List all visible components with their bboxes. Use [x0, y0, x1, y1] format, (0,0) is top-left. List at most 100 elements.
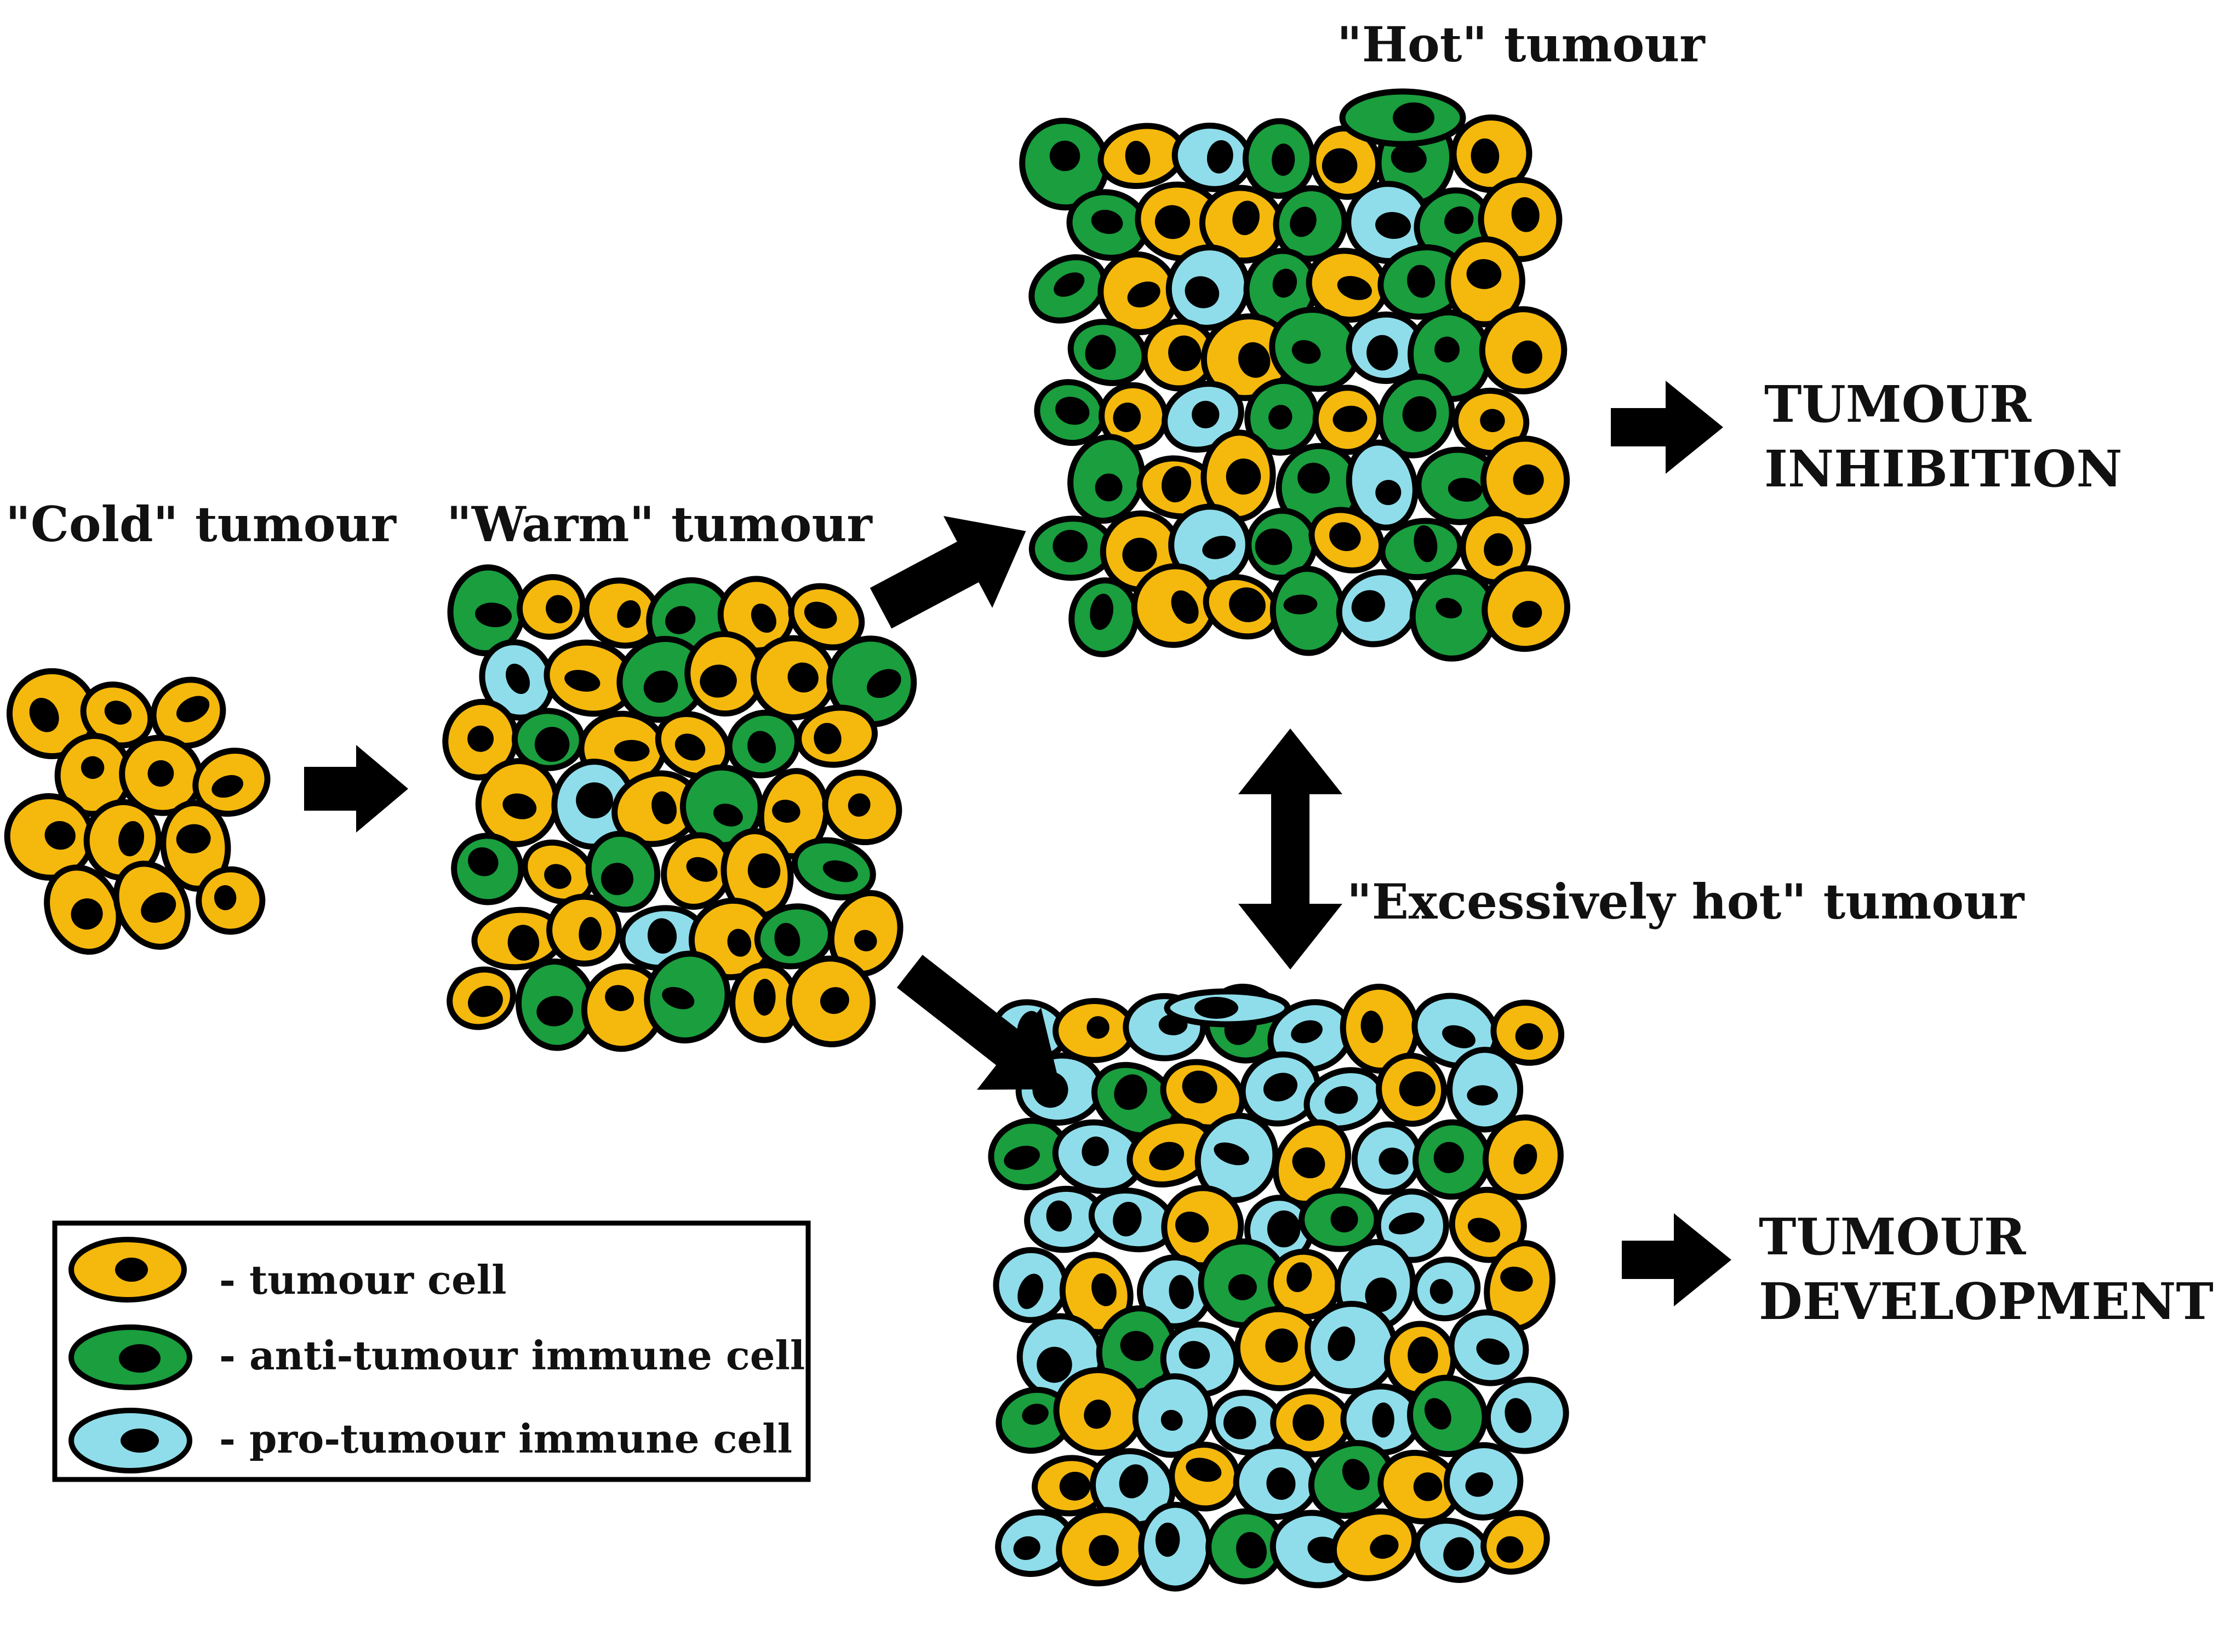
- tumour-cell: [447, 966, 516, 1030]
- tumour-cell: [717, 576, 796, 654]
- anti-tumour-immune-cell: [1242, 118, 1316, 199]
- tumour-cell: [1480, 1510, 1550, 1575]
- svg-text:- tumour cell: - tumour cell: [219, 1257, 506, 1303]
- pro-tumour-immune-cell: [1162, 381, 1244, 453]
- excessively-hot-tumour-label: "Excessively hot" tumour: [1347, 873, 2025, 930]
- tumour-development-label: TUMOUR DEVELOPMENT: [1759, 1207, 2214, 1331]
- pro-tumour-immune-cell: [1346, 311, 1426, 385]
- anti-tumour-immune-cell: [585, 830, 661, 913]
- tumour-cell: [1160, 1059, 1245, 1131]
- pro-tumour-immune-cell: [1138, 1501, 1213, 1592]
- tumour-cell: [1312, 385, 1382, 455]
- tumour-cell: [1032, 1455, 1109, 1517]
- anti-tumour-immune-cell: [1339, 88, 1466, 147]
- tumour-cell: [1480, 435, 1570, 525]
- anti-tumour-immune-cell: [511, 708, 585, 771]
- tumour-cell: [150, 676, 226, 749]
- arrow-right-icon: [1611, 381, 1723, 474]
- pro-tumour-immune-cell: [993, 1247, 1070, 1323]
- pro-tumour-immune-cell: [1305, 1300, 1398, 1395]
- tumour-cell: [113, 861, 191, 950]
- tumour-cell: [160, 800, 231, 892]
- tumour-cell: [83, 799, 162, 881]
- anti-tumour-immune-cell: [726, 709, 801, 779]
- anti-tumour-immune-cell: [1028, 254, 1107, 324]
- tumour-cell: [1131, 563, 1218, 648]
- pro-tumour-immune-cell: [1269, 1510, 1360, 1588]
- tumour-cell: [1449, 1186, 1527, 1263]
- pro-tumour-immune-cell: [1411, 1257, 1481, 1322]
- tumour-cell: [1482, 565, 1570, 652]
- arrow-right-icon: [304, 745, 408, 833]
- legend-item-anti-tumour-immune-cell: - anti-tumour immune cell: [68, 1324, 805, 1390]
- tumour-cell: [788, 583, 865, 651]
- pro-tumour-immune-cell: [1090, 1448, 1176, 1528]
- pro-tumour-immune-cell: [1164, 988, 1291, 1028]
- pro-tumour-immune-cell: [1448, 1309, 1529, 1386]
- anti-tumour-immune-cell: [1412, 1119, 1491, 1200]
- pro-tumour-immune-cell: [1132, 1373, 1214, 1458]
- tumour-cell: [1203, 573, 1280, 640]
- tumour-cell: [1136, 455, 1219, 520]
- anti-tumour-immune-cell: [1308, 1440, 1394, 1519]
- tumour-cell: [1330, 1508, 1418, 1581]
- pro-tumour-immune-cell: [1375, 1188, 1449, 1263]
- tumour-cell: [546, 893, 622, 967]
- anti-tumour-immune-cell: [1066, 189, 1149, 261]
- tumour-cell: [751, 635, 836, 721]
- tumour-cell: [196, 866, 266, 935]
- anti-tumour-immune-cell: [1407, 1374, 1488, 1458]
- svg-text:DEVELOPMENT: DEVELOPMENT: [1759, 1272, 2214, 1331]
- legend: - tumour cell - anti-tumour immune cell …: [52, 1220, 811, 1482]
- cold-tumour-label: "Cold" tumour: [5, 496, 397, 553]
- svg-text:- pro-tumour immune cell: - pro-tumour immune cell: [219, 1415, 792, 1462]
- anti-tumour-immune-cell: [451, 833, 524, 905]
- hot-tumour-label: "Hot" tumour: [1337, 16, 1706, 73]
- pro-tumour-immune-cell: [1346, 439, 1419, 531]
- tumour-cell: [1097, 123, 1186, 190]
- svg-text:TUMOUR: TUMOUR: [1764, 375, 2032, 434]
- tumour-cell: [822, 770, 902, 846]
- anti-tumour-immune-cell: [1067, 319, 1148, 386]
- pro-tumour-immune-cell: [1303, 1067, 1385, 1132]
- tumour-cell: [1479, 306, 1568, 394]
- anti-tumour-immune-cell: [1034, 379, 1107, 446]
- tumour-cell: [80, 681, 154, 749]
- anti-tumour-immune-cell: [644, 950, 731, 1043]
- arrow-up-right-icon: [870, 516, 1026, 629]
- tumour-cell: [1478, 177, 1563, 262]
- tumour-cell: [1460, 510, 1531, 586]
- warm-tumour-cluster: [442, 564, 917, 1052]
- anti-tumour-immune-cell: [1028, 515, 1115, 581]
- excessively-hot-tumour-cluster: [988, 983, 1569, 1592]
- tumour-cell: [442, 698, 519, 781]
- anti-tumour-immune-cell: [1299, 1187, 1380, 1252]
- pro-tumour-immune-cell: [1446, 1047, 1524, 1133]
- tumour-inhibition-label: TUMOUR INHIBITION: [1764, 375, 2123, 498]
- legend-item-tumour-cell: - tumour cell: [68, 1237, 506, 1303]
- tumour-cell: [192, 747, 271, 817]
- legend-item-pro-tumour-immune-cell: - pro-tumour immune cell: [68, 1408, 792, 1473]
- tumour-cell: [796, 704, 878, 768]
- tumour-cell: [583, 577, 661, 649]
- tumour-cell: [786, 955, 876, 1048]
- anti-tumour-immune-cell: [1269, 565, 1346, 656]
- svg-text:- anti-tumour immune cell: - anti-tumour immune cell: [219, 1332, 805, 1379]
- pro-tumour-immune-cell: [551, 759, 636, 850]
- tumour-cell: [516, 574, 586, 640]
- tumour-cell: [522, 839, 596, 905]
- tumour-cell: [1200, 429, 1276, 523]
- pro-tumour-immune-cell: [1336, 569, 1419, 647]
- svg-text:INHIBITION: INHIBITION: [1764, 439, 2123, 498]
- warm-tumour-label: "Warm" tumour: [447, 496, 873, 553]
- tumour-cell: [1452, 387, 1530, 456]
- anti-tumour-immune-cell: [791, 837, 876, 900]
- pro-tumour-immune-cell: [1168, 503, 1251, 586]
- pro-tumour-immune-cell: [1088, 1187, 1176, 1253]
- cold-tumour-cluster: [4, 668, 271, 955]
- tumour-cell: [729, 962, 799, 1043]
- double-arrow-vertical-icon: [1238, 729, 1342, 970]
- pro-tumour-immune-cell: [1137, 1254, 1213, 1329]
- tumour-cell: [1376, 1052, 1448, 1127]
